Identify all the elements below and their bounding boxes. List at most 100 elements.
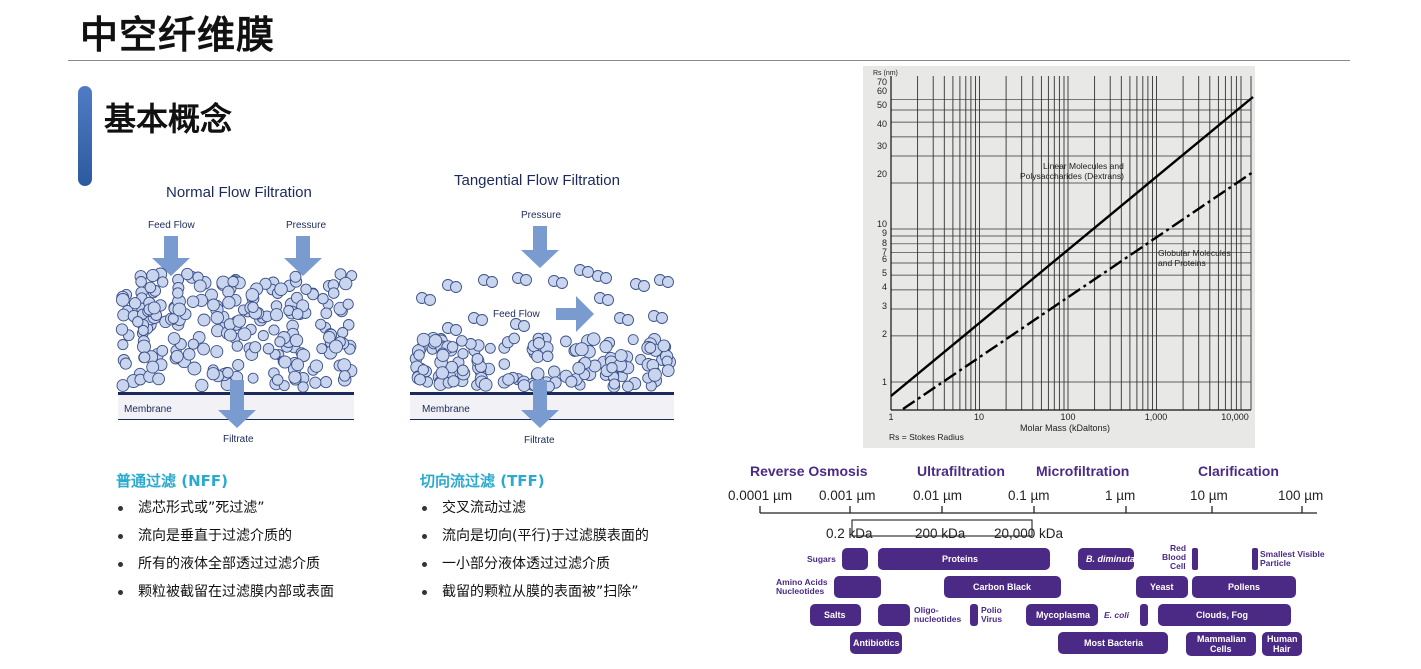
tff-diagram: Tangential Flow Filtration Pressure Feed… — [404, 168, 679, 450]
size-scale-ticks — [759, 506, 1303, 513]
size-scale-label: 0.01 µm — [913, 488, 962, 503]
kda-bracket — [851, 519, 1033, 537]
graph-y-tick-label: 50 — [877, 100, 887, 110]
nff-diagram: Normal Flow Filtration Feed Flow Pressur… — [112, 180, 362, 450]
spectrum-item-polio-virus: Polio — [981, 605, 1002, 615]
size-scale-label: 0.001 µm — [819, 488, 876, 503]
tff-feed-arrow-icon — [556, 296, 594, 332]
spectrum-item-mammalian-cells: Cells — [1210, 644, 1232, 654]
nff-pressure-arrow-icon — [284, 236, 322, 276]
list-item: 滤芯形式或”死过滤” — [116, 494, 396, 522]
tff-diagram-art — [409, 226, 676, 428]
tff-bullet-list: 交叉流动过滤 流向是切向(平行)于过滤膜表面的 一小部分液体透过过滤介质 截留的… — [420, 494, 710, 606]
nff-membrane-label: Membrane — [124, 404, 172, 415]
list-item: 流向是垂直于过滤介质的 — [116, 522, 396, 550]
graph-y-tick-label: 70 — [877, 77, 887, 87]
spectrum-category-microfiltration: Microfiltration — [1036, 463, 1129, 479]
graph-footnote: Rs = Stokes Radius — [889, 432, 964, 442]
spectrum-item-proteins: Proteins — [942, 554, 978, 564]
graph-y-tick-label: 10 — [877, 219, 887, 229]
kda-scale-label: 20,000 kDa — [994, 526, 1064, 541]
graph-y-tick-label: 5 — [882, 268, 887, 278]
tff-filtrate-label: Filtrate — [524, 435, 555, 446]
spectrum-item-polio-virus: Virus — [981, 614, 1002, 624]
spectrum-item-pollens: Pollens — [1228, 582, 1260, 592]
graph-x-tick-label: 100 — [1060, 412, 1075, 422]
size-scale-label: 10 µm — [1190, 488, 1228, 503]
tff-particle-bed — [409, 264, 676, 393]
graph-y-tick-label: 40 — [877, 119, 887, 129]
spectrum-item-human-hair: Hair — [1273, 644, 1291, 654]
page-title: 中空纤维膜 — [80, 13, 276, 57]
spectrum-item-red-blood-cell: Red — [1170, 543, 1186, 553]
spectrum-item-mycoplasma: Mycoplasma — [1036, 610, 1091, 620]
spectrum-item-clouds-fog: Clouds, Fog — [1196, 610, 1248, 620]
spectrum-item-oligonucleotides: Oligo- — [914, 605, 939, 615]
tff-filtrate-arrow-icon — [521, 380, 559, 428]
list-item: 截留的颗粒从膜的表面被”扫除” — [420, 578, 710, 606]
size-scale-label: 0.1 µm — [1008, 488, 1050, 503]
accent-bar — [78, 86, 92, 186]
graph-horizontal-grid — [891, 99, 1251, 383]
section-title: 基本概念 — [104, 100, 233, 138]
spectrum-item-smallest-visible: Particle — [1260, 558, 1291, 568]
spectrum-item-antibiotics: Antibiotics — [853, 638, 900, 648]
tff-diagram-title: Tangential Flow Filtration — [454, 172, 620, 189]
size-scale-label: 100 µm — [1278, 488, 1323, 503]
spectrum-pills — [810, 548, 1302, 656]
graph-y-tick-label: 2 — [882, 329, 887, 339]
filtration-spectrum: Reverse Osmosis Ultrafiltration Microfil… — [728, 463, 1325, 656]
title-divider — [68, 60, 1350, 61]
spectrum-item-red-blood-cell: Cell — [1170, 561, 1186, 571]
spectrum-item-amino-acids: Amino Acids — [776, 577, 828, 587]
spectrum-item-most-bacteria: Most Bacteria — [1084, 638, 1144, 648]
spectrum-item-b-diminuta: B. diminuta — [1086, 554, 1135, 564]
globular-label-line1: Globular Molecules — [1158, 248, 1231, 258]
spectrum-item-oligonucleotides: nucleotides — [914, 614, 962, 624]
nff-diagram-title: Normal Flow Filtration — [166, 184, 312, 201]
tff-feed-label: Feed Flow — [493, 309, 540, 320]
graph-x-tick-label: 10,000 — [1221, 412, 1249, 422]
graph-vertical-grid — [890, 76, 1252, 410]
globular-molecules-line — [902, 171, 1254, 410]
spectrum-item-smallest-visible: Smallest Visible — [1260, 549, 1325, 559]
spectrum-item-carbon-black: Carbon Black — [973, 582, 1032, 592]
list-item: 颗粒被截留在过滤膜内部或表面 — [116, 578, 396, 606]
spectrum-category-clarification: Clarification — [1198, 463, 1279, 479]
nff-pressure-label: Pressure — [286, 220, 327, 231]
tff-membrane-label: Membrane — [422, 404, 470, 415]
graph-y-tick-label: 9 — [882, 228, 887, 238]
graph-y-tick-label: 20 — [877, 169, 887, 179]
nff-heading: 普通过滤 (NFF) — [116, 472, 228, 490]
tff-pressure-label: Pressure — [521, 210, 562, 221]
nff-feed-arrow-icon — [152, 236, 190, 276]
graph-x-tick-label: 10 — [974, 412, 984, 422]
spectrum-item-salts: Salts — [824, 610, 846, 620]
spectrum-item-human-hair: Human — [1267, 634, 1298, 644]
list-item: 一小部分液体透过过滤介质 — [420, 550, 710, 578]
spectrum-item-amino-acids: Nucleotides — [776, 586, 824, 596]
spectrum-item-yeast: Yeast — [1150, 582, 1174, 592]
spectrum-item-sugars: Sugars — [807, 554, 836, 564]
linear-label-line2: Polysaccharides (Dextrans) — [1020, 171, 1124, 181]
graph-x-tick-label: 1 — [888, 412, 893, 422]
graph-y-title: Rs (nm) — [873, 70, 898, 77]
spectrum-item-e-coli: E. coli — [1104, 610, 1130, 620]
linear-label-line1: Linear Molecules and — [1043, 161, 1124, 171]
size-scale-label: 0.0001 µm — [728, 488, 792, 503]
graph-y-tick-label: 3 — [882, 301, 887, 311]
nff-filtrate-label: Filtrate — [223, 434, 254, 445]
nff-bullet-list: 滤芯形式或”死过滤” 流向是垂直于过滤介质的 所有的液体全部透过过滤介质 颗粒被… — [116, 494, 396, 606]
nff-filtrate-arrow-icon — [218, 380, 256, 428]
spectrum-category-ultrafiltration: Ultrafiltration — [917, 463, 1005, 479]
graph-y-tick-label: 60 — [877, 86, 887, 96]
graph-y-tick-label: 6 — [882, 254, 887, 264]
graph-y-tick-label: 8 — [882, 238, 887, 248]
graph-y-tick-label: 7 — [882, 247, 887, 257]
kda-scale-label: 200 kDa — [915, 526, 966, 541]
list-item: 交叉流动过滤 — [420, 494, 710, 522]
